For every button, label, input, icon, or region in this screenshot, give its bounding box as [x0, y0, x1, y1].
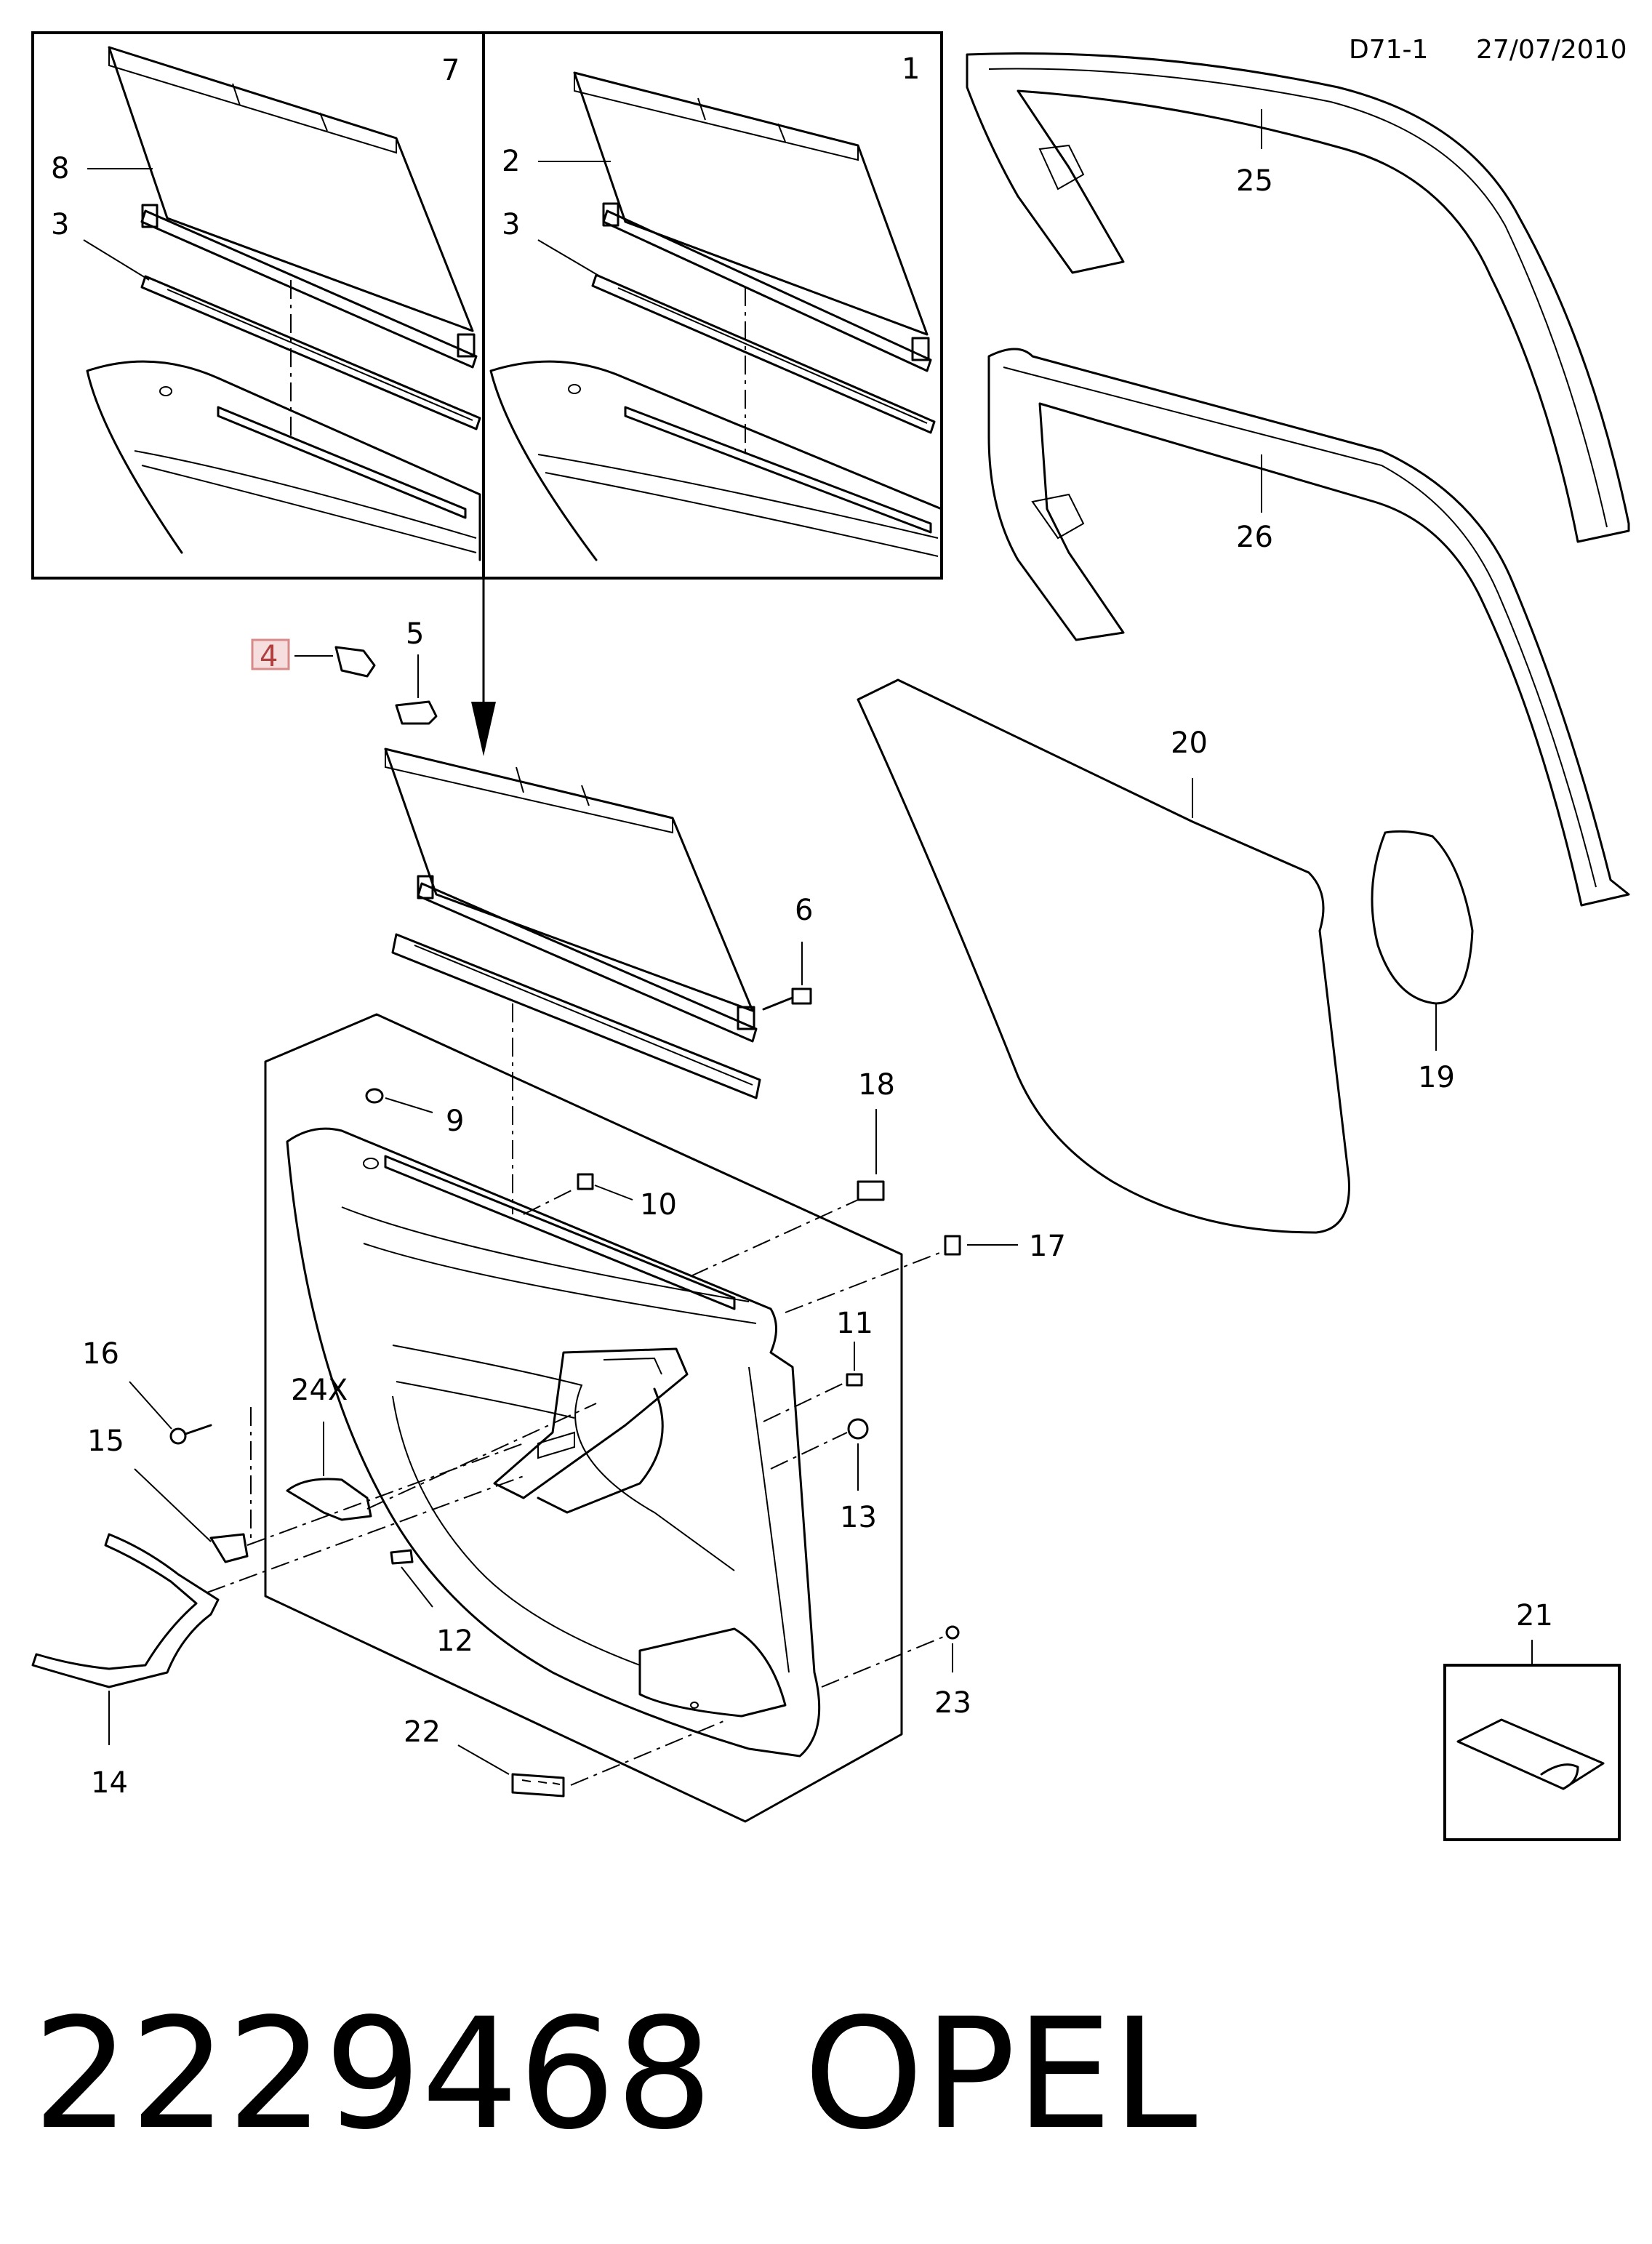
callout-15: 15	[87, 1424, 124, 1458]
callout-12: 12	[436, 1624, 473, 1658]
callout-7: 7	[441, 54, 460, 87]
sunshade-blind-8	[108, 46, 474, 332]
main-guide-rail	[391, 933, 761, 1099]
window-seal-25-shape	[966, 52, 1630, 543]
callout-11: 11	[836, 1307, 873, 1340]
speaker-cover-19	[1371, 830, 1474, 1051]
callout-19: 19	[1418, 1061, 1455, 1094]
callout-17: 17	[1029, 1230, 1066, 1263]
callout-1: 1	[902, 52, 920, 86]
callout-3-left: 3	[51, 208, 69, 241]
water-deflector-20	[857, 678, 1350, 1234]
kit-21-frame	[1443, 1664, 1621, 1841]
panel-rail-slot	[384, 1155, 736, 1310]
callout-18: 18	[858, 1068, 895, 1102]
pull-handle-area	[493, 1347, 689, 1499]
main-sunshade-blind	[384, 748, 754, 1012]
inset-box-variants	[31, 31, 943, 580]
cover-5	[395, 654, 438, 725]
brand-name: OPEL	[803, 1985, 1198, 2163]
sunshade-blind-2	[573, 71, 929, 336]
kit-21-sheet	[1456, 1718, 1605, 1790]
window-seal-26	[987, 348, 1630, 907]
sunshade-roller-2	[602, 209, 932, 372]
clip-12	[390, 1549, 433, 1608]
window-seal-25	[966, 52, 1630, 543]
kit-21	[1443, 1640, 1621, 1841]
door-panel-top-inset-left	[86, 360, 481, 561]
handle-bezel-24x	[286, 1403, 597, 1521]
inset-frame	[31, 31, 943, 580]
screw-16	[129, 1381, 252, 1538]
trim-strip-14	[31, 1475, 524, 1745]
callout-22: 22	[404, 1715, 441, 1749]
callout-23: 23	[934, 1686, 971, 1720]
callout-25: 25	[1236, 164, 1273, 198]
callout-21: 21	[1516, 1599, 1553, 1632]
clip-10	[523, 1173, 633, 1215]
callout-8: 8	[51, 152, 69, 185]
callout-20: 20	[1171, 726, 1208, 760]
part-number: 2229468	[33, 1985, 713, 2163]
water-deflector-20-shape	[857, 678, 1350, 1234]
window-seal-26-shape	[987, 348, 1630, 907]
trim-strip-14-shape	[31, 1533, 220, 1688]
callout-9: 9	[446, 1105, 464, 1138]
screw-6	[762, 942, 812, 1011]
guide-rail-3b	[591, 273, 936, 434]
switch-22	[457, 1719, 728, 1798]
callout-24x: 24X	[291, 1374, 348, 1407]
inset-left-sunshade-assembly	[86, 46, 481, 561]
cover-5-shape	[395, 700, 438, 725]
clip-11	[763, 1342, 863, 1422]
guide-rail-3	[140, 275, 481, 430]
callout-10: 10	[640, 1188, 677, 1222]
highlight-box-4	[251, 638, 290, 670]
clip-9	[365, 1088, 433, 1113]
speaker-pocket	[638, 1627, 787, 1718]
callout-16: 16	[82, 1337, 119, 1371]
door-panel-top-inset-right	[489, 360, 943, 561]
screw-23	[821, 1625, 960, 1688]
main-sunshade-assembly	[384, 748, 761, 1214]
sunshade-roller-8	[140, 209, 478, 369]
main-sunshade-roller	[417, 882, 758, 1043]
callout-13: 13	[840, 1501, 877, 1534]
cap-15-shape	[209, 1533, 249, 1563]
diagram-code: D71-1	[1349, 35, 1428, 65]
callout-2: 2	[502, 145, 520, 178]
callout-4: 4	[260, 640, 278, 673]
clip-13	[770, 1418, 869, 1491]
clip-4-shape	[334, 646, 376, 678]
bezel-24x-shape	[286, 1478, 372, 1521]
speaker-cover-19-shape	[1371, 830, 1474, 1005]
callout-6: 6	[795, 894, 813, 927]
door-trim-panel	[264, 1013, 903, 1823]
retainer-17	[785, 1235, 1018, 1313]
panel-outline	[286, 1127, 821, 1758]
inset-right-sunshade-assembly	[489, 71, 943, 561]
retainer-18	[690, 1109, 885, 1277]
clip-4	[251, 638, 376, 678]
switch-22-shape	[511, 1773, 565, 1798]
panel-frame	[264, 1013, 903, 1823]
callout-3-right: 3	[502, 208, 520, 241]
cap-15	[134, 1443, 524, 1563]
variant-arrow	[471, 577, 496, 756]
callout-5: 5	[406, 617, 424, 651]
diagram-date: 27/07/2010	[1476, 35, 1627, 65]
callout-14: 14	[91, 1766, 128, 1800]
callout-26: 26	[1236, 521, 1273, 554]
